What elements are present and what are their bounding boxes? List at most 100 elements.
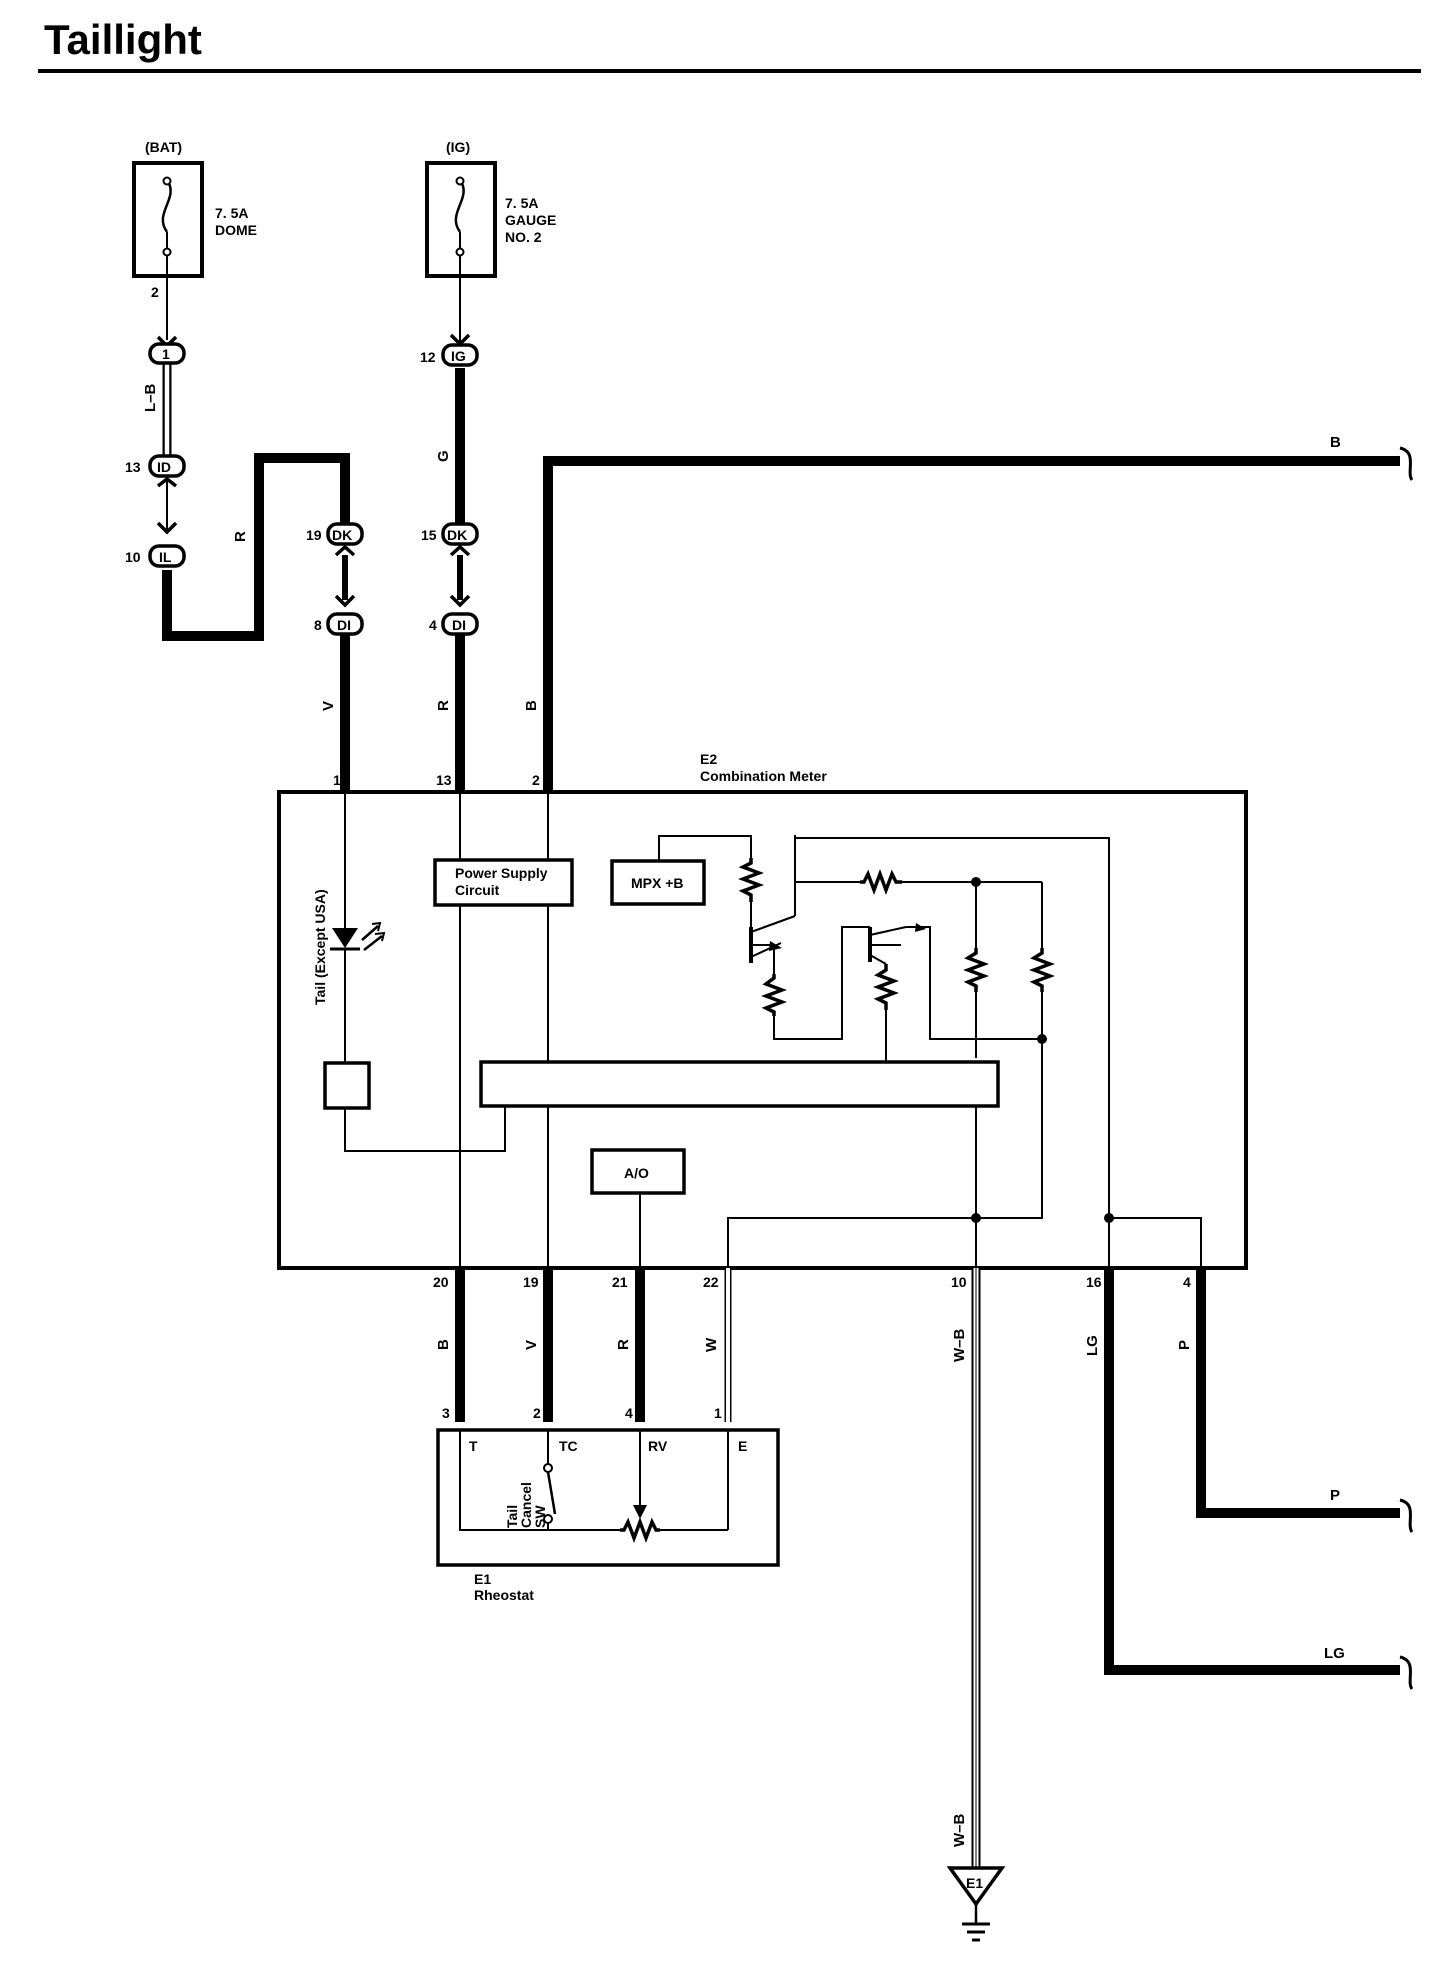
- rheostat: 3 2 4 1 T TC RV E Tail Cancel SW E1 Rheo…: [436, 1405, 780, 1603]
- meter-id: E2: [700, 751, 717, 767]
- power-supply-box: [433, 858, 574, 907]
- rheostat-pin-1: 1: [714, 1405, 722, 1421]
- ao-label: A/O: [624, 1165, 649, 1181]
- rheostat-terminal-e: E: [738, 1438, 747, 1454]
- rheostat-terminal-t: T: [469, 1438, 478, 1454]
- meter-pin-10: 10: [951, 1274, 967, 1290]
- wire-label-bottom-b: B: [435, 1339, 452, 1350]
- wire-label-lg-right: LG: [1324, 1645, 1345, 1662]
- svg-text:8: 8: [314, 617, 322, 633]
- ao-box: [590, 1148, 686, 1195]
- svg-text:15: 15: [421, 527, 437, 543]
- svg-text:13: 13: [125, 459, 141, 475]
- wire-label-bottom-w: W: [703, 1337, 720, 1352]
- svg-text:19: 19: [306, 527, 322, 543]
- tail-label: Tail (Except USA): [312, 889, 328, 1005]
- svg-text:DK: DK: [447, 527, 467, 543]
- fuse-dome-name: DOME: [215, 222, 257, 238]
- wire-label-bottom-p: P: [1176, 1340, 1193, 1350]
- wire-label-b: B: [523, 700, 540, 711]
- wire-b: [543, 456, 1400, 792]
- meter-pin-16: 16: [1086, 1274, 1102, 1290]
- svg-text:DI: DI: [452, 617, 466, 633]
- meter-pin-19: 19: [523, 1274, 539, 1290]
- rheostat-name: Rheostat: [474, 1587, 534, 1603]
- wire-p-break: [1399, 1498, 1414, 1533]
- meter-pin-1: 1: [333, 772, 341, 788]
- mpx-label: MPX +B: [631, 875, 684, 891]
- tail-led-icon: [330, 921, 386, 951]
- rheostat-pin-4: 4: [625, 1405, 633, 1421]
- connector-dk-15: 15 DK: [421, 522, 479, 608]
- wire-lg-break: [1399, 1655, 1414, 1690]
- fuse-gauge-name-2: NO. 2: [505, 229, 542, 245]
- meter-pin-21: 21: [612, 1274, 628, 1290]
- wire-label-v: V: [320, 701, 337, 711]
- ground-icon: [946, 1866, 1006, 1907]
- ground-label: E1: [966, 1875, 983, 1891]
- wire-r-cross: [162, 453, 350, 641]
- power-supply-label-2: Circuit: [455, 882, 500, 898]
- combination-meter: E2 Combination Meter 1 13 2 Tail (Except…: [277, 751, 1248, 1290]
- svg-text:ID: ID: [157, 459, 171, 475]
- fuse-dome-pin: 2: [151, 284, 159, 300]
- meter-box: [277, 790, 1248, 1270]
- switch-label: Tail: [504, 1505, 520, 1528]
- wire-b-break: [1399, 446, 1414, 481]
- rheostat-terminal-rv: RV: [648, 1438, 668, 1454]
- svg-text:DI: DI: [337, 617, 351, 633]
- rheostat-pin-3: 3: [442, 1405, 450, 1421]
- connector-il: 10 IL: [125, 544, 186, 568]
- svg-text:10: 10: [125, 549, 141, 565]
- connector-dk-19: 19 DK: [306, 522, 364, 608]
- fuse-gauge-name: GAUGE: [505, 212, 556, 228]
- meter-name: Combination Meter: [700, 768, 827, 784]
- rheostat-pin-2: 2: [533, 1405, 541, 1421]
- fuse-dome-source: (BAT): [145, 139, 182, 155]
- connector-id: 13 ID: [125, 454, 186, 535]
- rheostat-terminal-tc: TC: [559, 1438, 578, 1454]
- page-title: Taillight: [44, 16, 202, 63]
- meter-pin-4: 4: [1183, 1274, 1191, 1290]
- svg-text:4: 4: [429, 617, 437, 633]
- title-rule: [38, 69, 1421, 73]
- fuse-gauge-element: [454, 179, 465, 233]
- meter-pin-13: 13: [436, 772, 452, 788]
- fuse-gauge-source: (IG): [446, 139, 470, 155]
- svg-text:DK: DK: [332, 527, 352, 543]
- svg-text:IG: IG: [451, 348, 466, 364]
- svg-text:IL: IL: [159, 549, 172, 565]
- connector-di-4: 4 DI: [429, 612, 479, 636]
- meter-pin-20: 20: [433, 1274, 449, 1290]
- switch-label-3: SW: [532, 1505, 548, 1528]
- rheostat-resistor-icon: [620, 1517, 660, 1543]
- power-supply-label: Power Supply: [455, 865, 548, 881]
- ground-e1: W–B E1: [946, 1814, 1006, 1942]
- connector-ig: 12 IG: [420, 333, 479, 367]
- wire-p: [1196, 1268, 1400, 1518]
- wire-label-ground: W–B: [951, 1814, 968, 1848]
- fuse-dome: (BAT) 7. 5A DOME 2: [132, 139, 257, 300]
- tail-driver-box: [323, 1061, 371, 1110]
- wire-label-r-cross: R: [232, 531, 249, 542]
- wire-label-bottom-v: V: [523, 1340, 540, 1350]
- wire-label-bottom-lg: LG: [1084, 1335, 1101, 1356]
- wire-label-r-ig: R: [435, 700, 452, 711]
- wire-label-b-right: B: [1330, 434, 1341, 451]
- wire-lg: [1104, 1268, 1400, 1675]
- connector-di-8: 8 DI: [314, 612, 364, 636]
- svg-text:1: 1: [162, 346, 170, 362]
- rheostat-box: [436, 1428, 780, 1567]
- wire-label-g: G: [435, 450, 452, 462]
- switch-label-2: Cancel: [518, 1482, 534, 1528]
- fuse-dome-rating: 7. 5A: [215, 205, 248, 221]
- meter-pin-22: 22: [703, 1274, 719, 1290]
- wire-label-bottom-wb: W–B: [951, 1329, 968, 1363]
- wire-label-lb: L–B: [142, 383, 159, 412]
- tail-cancel-switch-icon: [546, 1471, 557, 1515]
- fuse-gauge-rating: 7. 5A: [505, 195, 538, 211]
- wire-label-p-right: P: [1330, 1487, 1340, 1504]
- fuse-dome-element: [161, 179, 172, 233]
- meter-logic-block: [479, 1060, 1000, 1108]
